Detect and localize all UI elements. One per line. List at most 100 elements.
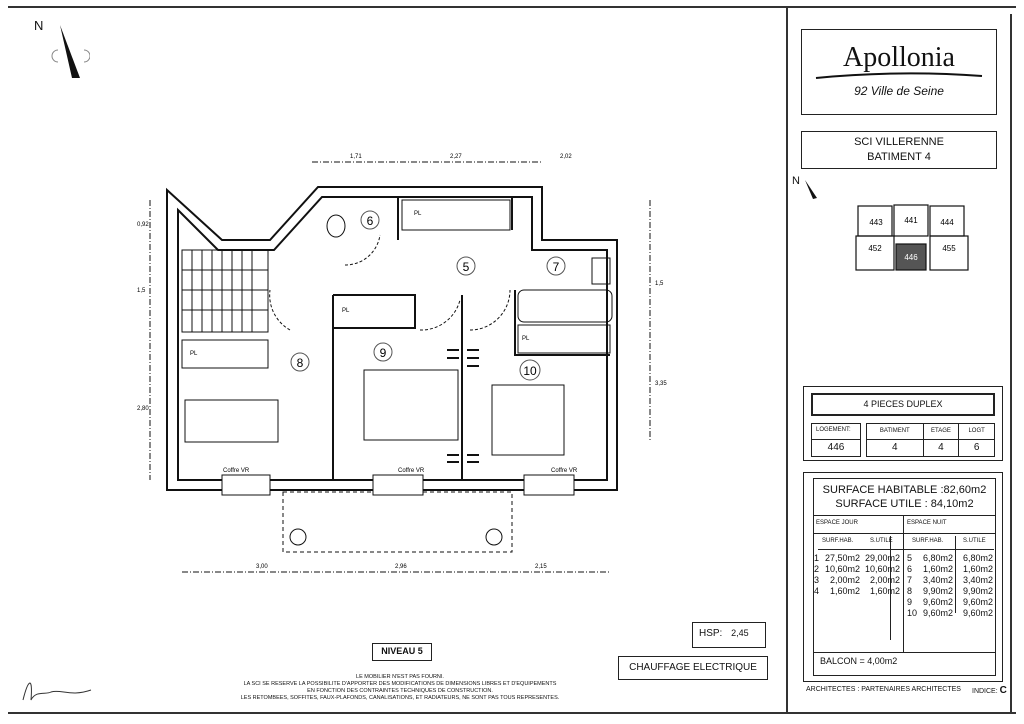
s-utile: 9,60m2 <box>962 608 993 618</box>
room-label: 6 <box>367 214 374 228</box>
room-label: 10 <box>523 364 537 378</box>
project-box: SCI VILLERENNE BATIMENT 4 <box>801 131 997 169</box>
divider <box>955 536 956 613</box>
room-number: 2 <box>814 564 820 574</box>
title-block-divider <box>786 6 788 714</box>
dimension-label: 1,5 <box>137 288 146 294</box>
surf-hab: 6,80m2 <box>922 553 953 563</box>
espace-nuit-label: ESPACE NUIT <box>907 520 947 526</box>
keyplan-unit-highlighted: 446 <box>904 253 918 262</box>
s-utile: 9,60m2 <box>962 597 993 607</box>
coffre-label: Coffre VR <box>223 468 250 474</box>
s-utile: 1,60m2 <box>869 586 900 596</box>
floor-plan: 6 5 7 8 9 10 PL PL PL PL Coffre VR Coffr… <box>137 154 667 573</box>
dimension-label: 2,80 <box>137 406 149 412</box>
hsp-value: 2,45 <box>731 628 749 638</box>
dimension-label: 1,71 <box>350 154 362 160</box>
surf-hab: 1,60m2 <box>922 564 953 574</box>
balcony-post <box>485 528 503 546</box>
placard-label: PL <box>342 308 350 314</box>
dimension-label: 2,96 <box>395 564 407 570</box>
col-surf-hab: SURF.HAB. <box>912 538 944 544</box>
room-label: 5 <box>463 260 470 274</box>
brand-logo: Apollonia <box>843 42 955 73</box>
heating-label: CHAUFFAGE ELECTRIQUE <box>618 656 768 680</box>
divider <box>903 515 904 652</box>
s-utile: 6,80m2 <box>962 553 993 563</box>
surf-hab: 9,60m2 <box>922 597 953 607</box>
id-value: 4 <box>892 442 898 453</box>
s-utile: 10,60m2 <box>864 564 900 574</box>
sheet-border <box>8 6 1016 714</box>
hsp-label: HSP: <box>699 628 723 639</box>
outer-wall <box>166 186 618 491</box>
north-label: N <box>34 18 44 33</box>
disclaimer-line: EN FONCTION DES CONTRAINTES TECHNIQUES D… <box>307 688 493 694</box>
surfaces-table <box>813 478 996 676</box>
signature <box>22 682 92 701</box>
apartment-type: 4 PIECES DUPLEX <box>811 393 995 416</box>
keyplan-north-arrow-icon <box>805 180 817 199</box>
s-utile: 3,40m2 <box>962 575 993 585</box>
brand-location: 92 Ville de Seine <box>854 84 944 98</box>
disclaimer-line: LE MOBILIER N'EST PAS FOURNI. <box>356 674 444 680</box>
keyplan-unit: 444 <box>940 218 954 227</box>
room-number: 8 <box>907 586 913 596</box>
keyplan-north-label: N <box>792 175 800 187</box>
surf-hab: 9,60m2 <box>922 608 953 618</box>
col-surf-hab: SURF.HAB. <box>822 538 854 544</box>
id-value: 4 <box>938 442 944 453</box>
logement-cell: LOGEMENT: 446 <box>811 423 861 457</box>
balcony <box>282 491 513 553</box>
dimension-label: 2,02 <box>560 154 572 160</box>
s-utile: 9,90m2 <box>962 586 993 596</box>
north-arrow-icon <box>51 25 90 78</box>
divider <box>813 533 996 534</box>
id-header: LOGT <box>959 424 994 440</box>
etage-cell: ETAGE 4 <box>923 424 960 456</box>
dimension-label: 2,15 <box>535 564 547 570</box>
keyplan-unit: 455 <box>942 244 956 253</box>
s-utile: 29,00m2 <box>864 553 900 563</box>
project-name: SCI VILLERENNE <box>854 136 944 148</box>
indice-value: C <box>999 685 1007 696</box>
room-number: 3 <box>814 575 820 585</box>
title-block-right-edge <box>1010 14 1012 714</box>
col-s-utile: S.UTILE <box>870 538 893 544</box>
divider <box>890 536 891 640</box>
divider <box>813 515 996 516</box>
dimension-label: 3,35 <box>655 381 667 387</box>
indice-label: INDICE: <box>972 688 998 695</box>
key-plan: 443 441 444 452 446 455 <box>855 204 969 271</box>
s-utile: 2,00m2 <box>869 575 900 585</box>
room-number: 4 <box>814 586 820 596</box>
placard-label: PL <box>414 211 422 217</box>
apartment-info-panel <box>803 386 1003 461</box>
room-number: 6 <box>907 564 913 574</box>
placard-label: PL <box>522 336 530 342</box>
surf-hab: 9,90m2 <box>922 586 953 596</box>
balcony-area: BALCON = 4,00m2 <box>820 656 898 666</box>
divider <box>813 652 996 653</box>
room-number: 1 <box>814 553 820 563</box>
dimension-label: 3,00 <box>256 564 268 570</box>
room-label: 7 <box>553 260 560 274</box>
surface-row: 8 9,90m2 9,90m2 <box>907 586 995 597</box>
surf-hab: 3,40m2 <box>922 575 953 585</box>
level-label: NIVEAU 5 <box>372 643 432 661</box>
building-name: BATIMENT 4 <box>867 151 931 163</box>
disclaimer-line: LA SCI SE RESERVE LA POSSIBILITE D'APPOR… <box>243 681 557 687</box>
coffre-label: Coffre VR <box>551 468 578 474</box>
id-header: ETAGE <box>923 424 959 440</box>
disclaimer: LE MOBILIER N'EST PAS FOURNI. LA SCI SE … <box>230 674 570 702</box>
room-number: 7 <box>907 575 913 585</box>
